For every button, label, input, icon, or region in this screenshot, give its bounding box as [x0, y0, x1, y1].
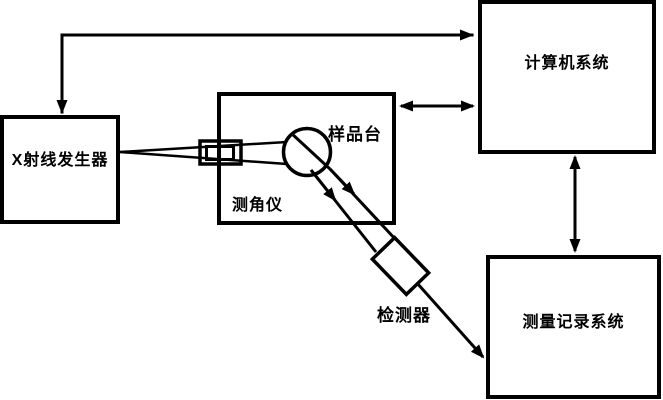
sample-stage-label: 样品台	[328, 125, 382, 144]
diffracted-beam-lower-arrowhead	[309, 169, 337, 202]
detector-to-measurement-arrow	[415, 282, 485, 359]
detector-label: 检测器	[377, 306, 431, 325]
sample-plane-line	[289, 131, 332, 171]
measurement-system-box	[486, 255, 661, 399]
xray-generator-label: X射线发生器	[11, 152, 109, 169]
goniometer-label: 测角仪	[232, 197, 284, 214]
xray-generator-box	[0, 115, 120, 224]
computer-system-box	[478, 0, 656, 154]
measurement-system-label: 测量记录系统	[522, 314, 625, 331]
goniometer-box	[217, 92, 396, 225]
sample-stage-circle	[281, 126, 333, 178]
diffracted-beam-upper-arrowhead	[328, 167, 356, 196]
primary-beam-lower-line	[119, 150, 288, 166]
primary-beam-upper-line	[119, 140, 288, 154]
computer-system-label: 计算机系统	[524, 55, 610, 72]
